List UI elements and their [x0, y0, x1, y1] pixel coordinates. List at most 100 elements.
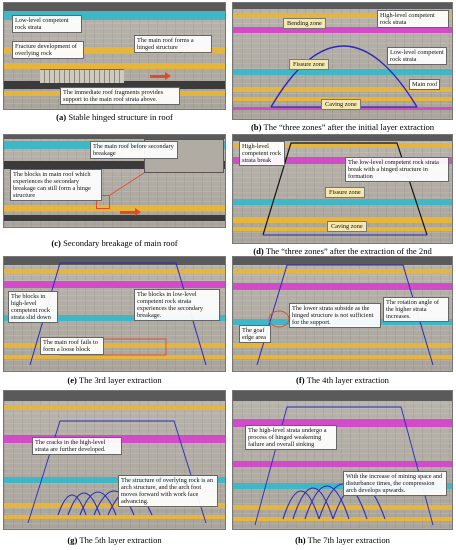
figure-panel-g: The cracks in the high-level strata are … [3, 390, 226, 530]
competent-high-band [233, 461, 452, 467]
strata-band [233, 13, 452, 18]
strata-band [233, 217, 452, 223]
caption-e-label: (e) [67, 375, 77, 385]
strata-band [4, 3, 225, 11]
caption-f: (f) The 4th layer extraction [232, 375, 453, 385]
note-a3: The main roof forms a hinged structure [134, 35, 212, 53]
note-b2: High-level competent rock strata [377, 10, 449, 28]
note-f2: The lower strata subside as the hinged s… [289, 303, 381, 328]
competent-low-band [4, 11, 225, 20]
strata-band [4, 515, 225, 519]
goaf-band [4, 215, 225, 221]
strata-band [4, 63, 225, 69]
caption-g-text: The 5th layer extraction [79, 535, 162, 545]
strata-band [4, 269, 225, 274]
strata-band [233, 517, 452, 521]
strata-band [4, 405, 225, 410]
competent-high-band [233, 27, 452, 33]
figure-panel-e: The blocks in high-level competent rock … [3, 256, 226, 372]
strata-band [4, 355, 225, 359]
note-f3: The rotation angle of the higher strata … [383, 297, 449, 322]
caption-b: (b) The “three zones” after the initial … [232, 122, 453, 132]
note-a4: The immediate roof fragments provides su… [60, 87, 180, 105]
strata-band [233, 135, 452, 141]
strata-band [4, 343, 225, 348]
note-c2: The blocks in main roof which experience… [10, 169, 102, 201]
zone-label-d4: Caving zone [327, 221, 367, 232]
competent-low-band [4, 477, 225, 483]
arch-lines [254, 406, 434, 526]
figure-panel-f: The goaf edge area The lower strata subs… [232, 256, 453, 372]
competent-high-band [233, 283, 452, 290]
caption-f-label: (f) [296, 375, 305, 385]
figure-panel-h: The high-level strata undergo a process … [232, 390, 453, 530]
caption-h-label: (h) [295, 535, 306, 545]
strata-band [4, 503, 225, 508]
note-d1: High-level competent rock strata break [239, 141, 285, 166]
zone-label-b1: Bending zone [283, 18, 326, 29]
strata-band [233, 3, 452, 9]
caption-d-line1: (d) The “three zones” after the extracti… [232, 246, 453, 256]
note-g2: The structure of overlying rock is an ar… [118, 475, 218, 507]
caved-rubble [40, 69, 124, 83]
note-d2: The low-level competent rock strata brea… [345, 157, 449, 182]
note-f1: The goaf edge area [239, 325, 271, 343]
note-e3: The main roof fails to form a loose bloc… [40, 337, 104, 355]
caption-g: (g) The 5th layer extraction [3, 535, 226, 545]
note-e2: The blocks in low-level competent rock s… [134, 289, 220, 321]
strata-band [233, 269, 452, 274]
strata-band [233, 87, 452, 92]
advance-arrow [120, 208, 141, 216]
figure-panel-d: High-level competent rock strata break T… [232, 134, 453, 244]
caption-h: (h) The 7th layer extraction [232, 535, 453, 545]
caption-a-text: Stable hinged structure in roof [68, 112, 173, 122]
note-a2: Fracture development of overlying rock [12, 41, 84, 59]
zone-label-b6: Caving zone [321, 99, 361, 110]
caption-h-text: The 7th layer extraction [307, 535, 390, 545]
caption-c-label: (c) [51, 238, 61, 248]
caption-c: (c) Secondary breakage of main roof [3, 238, 226, 248]
caption-f-text: The 4th layer extraction [306, 375, 389, 385]
arch-lines [27, 420, 207, 524]
note-a1: Low-level competent rock strata [12, 15, 82, 33]
note-b5: Main roof [409, 79, 441, 90]
strata-band [4, 47, 225, 54]
note-g1: The cracks in the high-level strata are … [32, 437, 122, 455]
competent-low-band [233, 199, 452, 205]
caption-b-text: The “three zones” after the initial laye… [263, 122, 435, 132]
caption-a: (a) Stable hinged structure in roof [3, 112, 226, 122]
zone-label-b3: Fissure zone [289, 59, 329, 70]
caption-d-text: The “three zones” after the extraction o… [265, 246, 432, 256]
caption-d-label: (d) [253, 246, 264, 256]
note-h2: With the increase of mining space and di… [343, 471, 447, 496]
figure-panel-c: The main roof before secondary breakage … [3, 134, 226, 228]
note-c1: The main roof before secondary breakage [90, 141, 178, 159]
highlight-box [96, 195, 110, 209]
strata-band [233, 257, 452, 265]
competent-low-band [4, 315, 225, 321]
strata-band [233, 391, 452, 401]
competent-high-band [4, 281, 225, 288]
strata-band [4, 257, 225, 265]
strata-band [4, 205, 225, 211]
figure-panel-a: Low-level competent rock strata Fracture… [3, 2, 226, 110]
zone-outline [262, 142, 428, 236]
caption-c-text: Secondary breakage of main roof [63, 238, 178, 248]
goaf-band [4, 81, 225, 89]
caption-e: (e) The 3rd layer extraction [3, 375, 226, 385]
strata-band [233, 355, 452, 359]
competent-high-band [233, 419, 452, 427]
strata-band [233, 143, 452, 148]
callout-lines [109, 172, 145, 196]
advance-arrow [150, 72, 171, 80]
competent-low-band [233, 69, 452, 75]
note-e1: The blocks in high-level competent rock … [8, 291, 58, 323]
strata-band [233, 505, 452, 510]
competent-low-band [233, 483, 452, 489]
strata-band [4, 135, 225, 139]
strata-band [4, 391, 225, 401]
caption-b-label: (b) [250, 122, 262, 132]
figure-panel-b: Bending zone High-level competent rock s… [232, 2, 453, 120]
note-h1: The high-level strata undergo a process … [245, 425, 337, 450]
caption-g-label: (g) [67, 535, 78, 545]
